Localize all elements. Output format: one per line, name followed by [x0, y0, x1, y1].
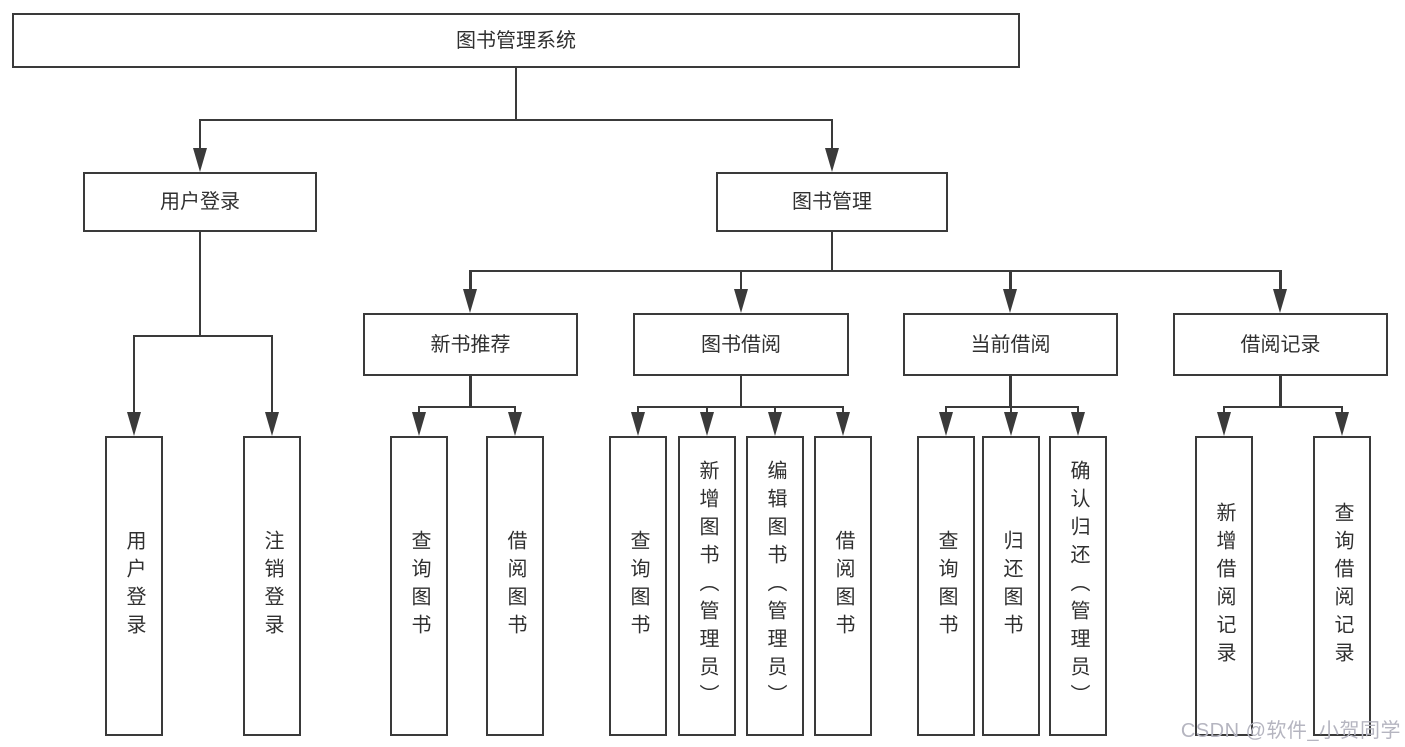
connector-line: [198, 232, 202, 338]
connector-line: [830, 232, 834, 273]
node-leaf-confirm-return-admin: 确认归还（管理员）: [1049, 436, 1107, 736]
connector-line: [417, 405, 517, 409]
node-leaf-borrow-books: 借阅图书: [814, 436, 872, 736]
node-leaf-logout: 注销登录: [243, 436, 301, 736]
connector-line: [1222, 405, 1344, 409]
node-leaf-query-borrow-record-label: 查询借阅记录: [1331, 502, 1353, 670]
node-leaf-query-books-borrow: 查询图书: [609, 436, 667, 736]
arrowhead-icon: [411, 412, 426, 436]
node-leaf-borrow-books-rec: 借阅图书: [486, 436, 544, 736]
node-current-borrowing: 当前借阅: [903, 313, 1118, 376]
arrowhead-icon: [1334, 412, 1349, 436]
node-library-system: 图书管理系统: [12, 13, 1020, 68]
watermark: CSDN @软件_小贺同学: [1180, 720, 1401, 742]
arrowhead-icon: [126, 412, 141, 436]
arrowhead-icon: [938, 412, 953, 436]
connector-line: [132, 336, 136, 418]
node-leaf-query-books-borrow-label: 查询图书: [627, 530, 649, 642]
arrowhead-icon: [767, 412, 782, 436]
node-book-management: 图书管理: [716, 172, 948, 232]
connector-line: [1279, 271, 1282, 295]
node-leaf-query-books-current: 查询图书: [917, 436, 975, 736]
node-leaf-add-books-admin-label: 新增图书（管理员）: [696, 460, 718, 712]
arrowhead-icon: [699, 412, 714, 436]
connector-line: [1009, 376, 1012, 409]
node-leaf-query-borrow-record: 查询借阅记录: [1313, 436, 1371, 736]
node-leaf-logout-label: 注销登录: [261, 530, 283, 642]
connector-line: [270, 336, 274, 418]
connector-line: [469, 376, 472, 409]
node-new-book-recommend: 新书推荐: [363, 313, 578, 376]
node-leaf-user-login: 用户登录: [105, 436, 163, 736]
node-book-borrowing: 图书借阅: [633, 313, 849, 376]
arrowhead-icon: [1216, 412, 1231, 436]
node-leaf-add-borrow-record: 新增借阅记录: [1195, 436, 1253, 736]
node-leaf-return-books-label: 归还图书: [1000, 530, 1022, 642]
node-book-management-label: 图书管理: [792, 191, 872, 213]
node-leaf-edit-books-admin-label: 编辑图书（管理员）: [764, 460, 786, 712]
node-leaf-add-borrow-record-label: 新增借阅记录: [1213, 502, 1235, 670]
node-leaf-user-login-label: 用户登录: [123, 530, 145, 642]
node-leaf-return-books: 归还图书: [982, 436, 1040, 736]
arrowhead-icon: [1003, 289, 1017, 313]
node-leaf-query-books-current-label: 查询图书: [935, 530, 957, 642]
arrowhead-icon: [463, 289, 477, 313]
node-book-borrowing-label: 图书借阅: [701, 333, 781, 356]
arrowhead-icon: [630, 412, 645, 436]
arrowhead-icon: [1273, 289, 1287, 313]
connector-line: [469, 269, 1282, 273]
node-new-book-recommend-label: 新书推荐: [430, 333, 511, 356]
arrowhead-icon: [733, 289, 748, 313]
node-borrowing-records: 借阅记录: [1173, 313, 1388, 376]
connector-line: [1009, 271, 1012, 295]
connector-line: [739, 271, 743, 295]
connector-line: [469, 271, 472, 295]
node-user-login: 用户登录: [83, 172, 317, 232]
arrowhead-icon: [824, 148, 839, 172]
arrowhead-icon: [1003, 412, 1018, 436]
connector-line: [636, 405, 845, 409]
node-leaf-edit-books-admin: 编辑图书（管理员）: [746, 436, 804, 736]
connector-line: [1279, 376, 1282, 409]
arrowhead-icon: [507, 412, 522, 436]
node-leaf-query-books-rec-label: 查询图书: [408, 530, 430, 642]
arrowhead-icon: [1070, 412, 1085, 436]
node-leaf-borrow-books-label: 借阅图书: [832, 530, 854, 642]
node-borrowing-records-label: 借阅记录: [1240, 333, 1321, 356]
arrowhead-icon: [192, 148, 207, 172]
node-leaf-query-books-rec: 查询图书: [390, 436, 448, 736]
connector-line: [132, 334, 274, 338]
node-current-borrowing-label: 当前借阅: [970, 333, 1051, 356]
node-user-login-label: 用户登录: [160, 191, 240, 213]
node-leaf-confirm-return-admin-label: 确认归还（管理员）: [1067, 460, 1089, 712]
connector-line: [198, 120, 202, 154]
arrowhead-icon: [835, 412, 850, 436]
connector-line: [739, 376, 743, 409]
node-leaf-add-books-admin: 新增图书（管理员）: [678, 436, 736, 736]
connector-line: [198, 118, 834, 122]
connector-line: [830, 120, 834, 154]
arrowhead-icon: [264, 412, 279, 436]
node-leaf-borrow-books-rec-label: 借阅图书: [504, 530, 526, 642]
connector-line: [514, 68, 518, 122]
node-library-system-label: 图书管理系统: [456, 29, 576, 52]
